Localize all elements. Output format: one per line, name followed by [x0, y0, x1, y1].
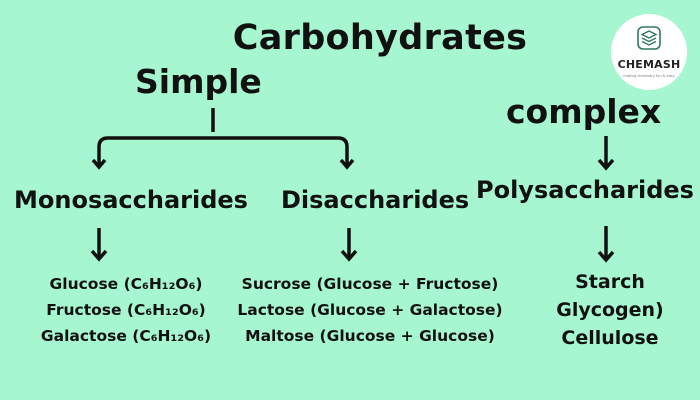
complex-arrowhead: [597, 158, 615, 171]
split-bracket: [97, 136, 349, 165]
disaccharides-list: Sucrose (Glucose + Fructose) Lactose (Gl…: [225, 271, 515, 349]
list-item: Sucrose (Glucose + Fructose): [241, 275, 499, 293]
arrowhead-right: [339, 158, 355, 170]
mono-arrowhead: [90, 249, 108, 262]
list-item: Cellulose: [561, 327, 659, 349]
di-arrowhead: [340, 249, 358, 262]
monosaccharides-list: Glucose (C₆H₁₂O₆) Fructose (C₆H₁₂O₆) Gal…: [22, 271, 230, 349]
disaccharides-label: Disaccharides: [281, 186, 470, 214]
list-item: Fructose (C₆H₁₂O₆): [46, 301, 206, 319]
polysaccharides-list: Starch Glycogen) Cellulose: [540, 268, 680, 352]
list-item: Glucose (C₆H₁₂O₆): [49, 275, 203, 293]
list-item: Maltose (Glucose + Glucose): [245, 327, 495, 345]
logo-tagline: making chemistry fun & easy: [623, 74, 675, 78]
logo-name: CHEMASH: [617, 58, 681, 71]
arrowhead-left: [91, 158, 107, 170]
monosaccharides-label: Monosaccharides: [14, 186, 248, 214]
complex-branch-label: complex: [506, 92, 662, 131]
stacked-layers-icon: [637, 26, 661, 50]
list-item: Starch: [575, 271, 645, 293]
diagram-title: Carbohydrates: [232, 18, 528, 58]
list-item: Lactose (Glucose + Galactose): [237, 301, 503, 319]
poly-arrowhead: [597, 250, 615, 263]
polysaccharides-label: Polysaccharides: [476, 176, 694, 204]
list-item: Galactose (C₆H₁₂O₆): [40, 327, 212, 345]
list-item: Glycogen): [556, 299, 664, 321]
simple-branch-label: Simple: [135, 62, 262, 101]
